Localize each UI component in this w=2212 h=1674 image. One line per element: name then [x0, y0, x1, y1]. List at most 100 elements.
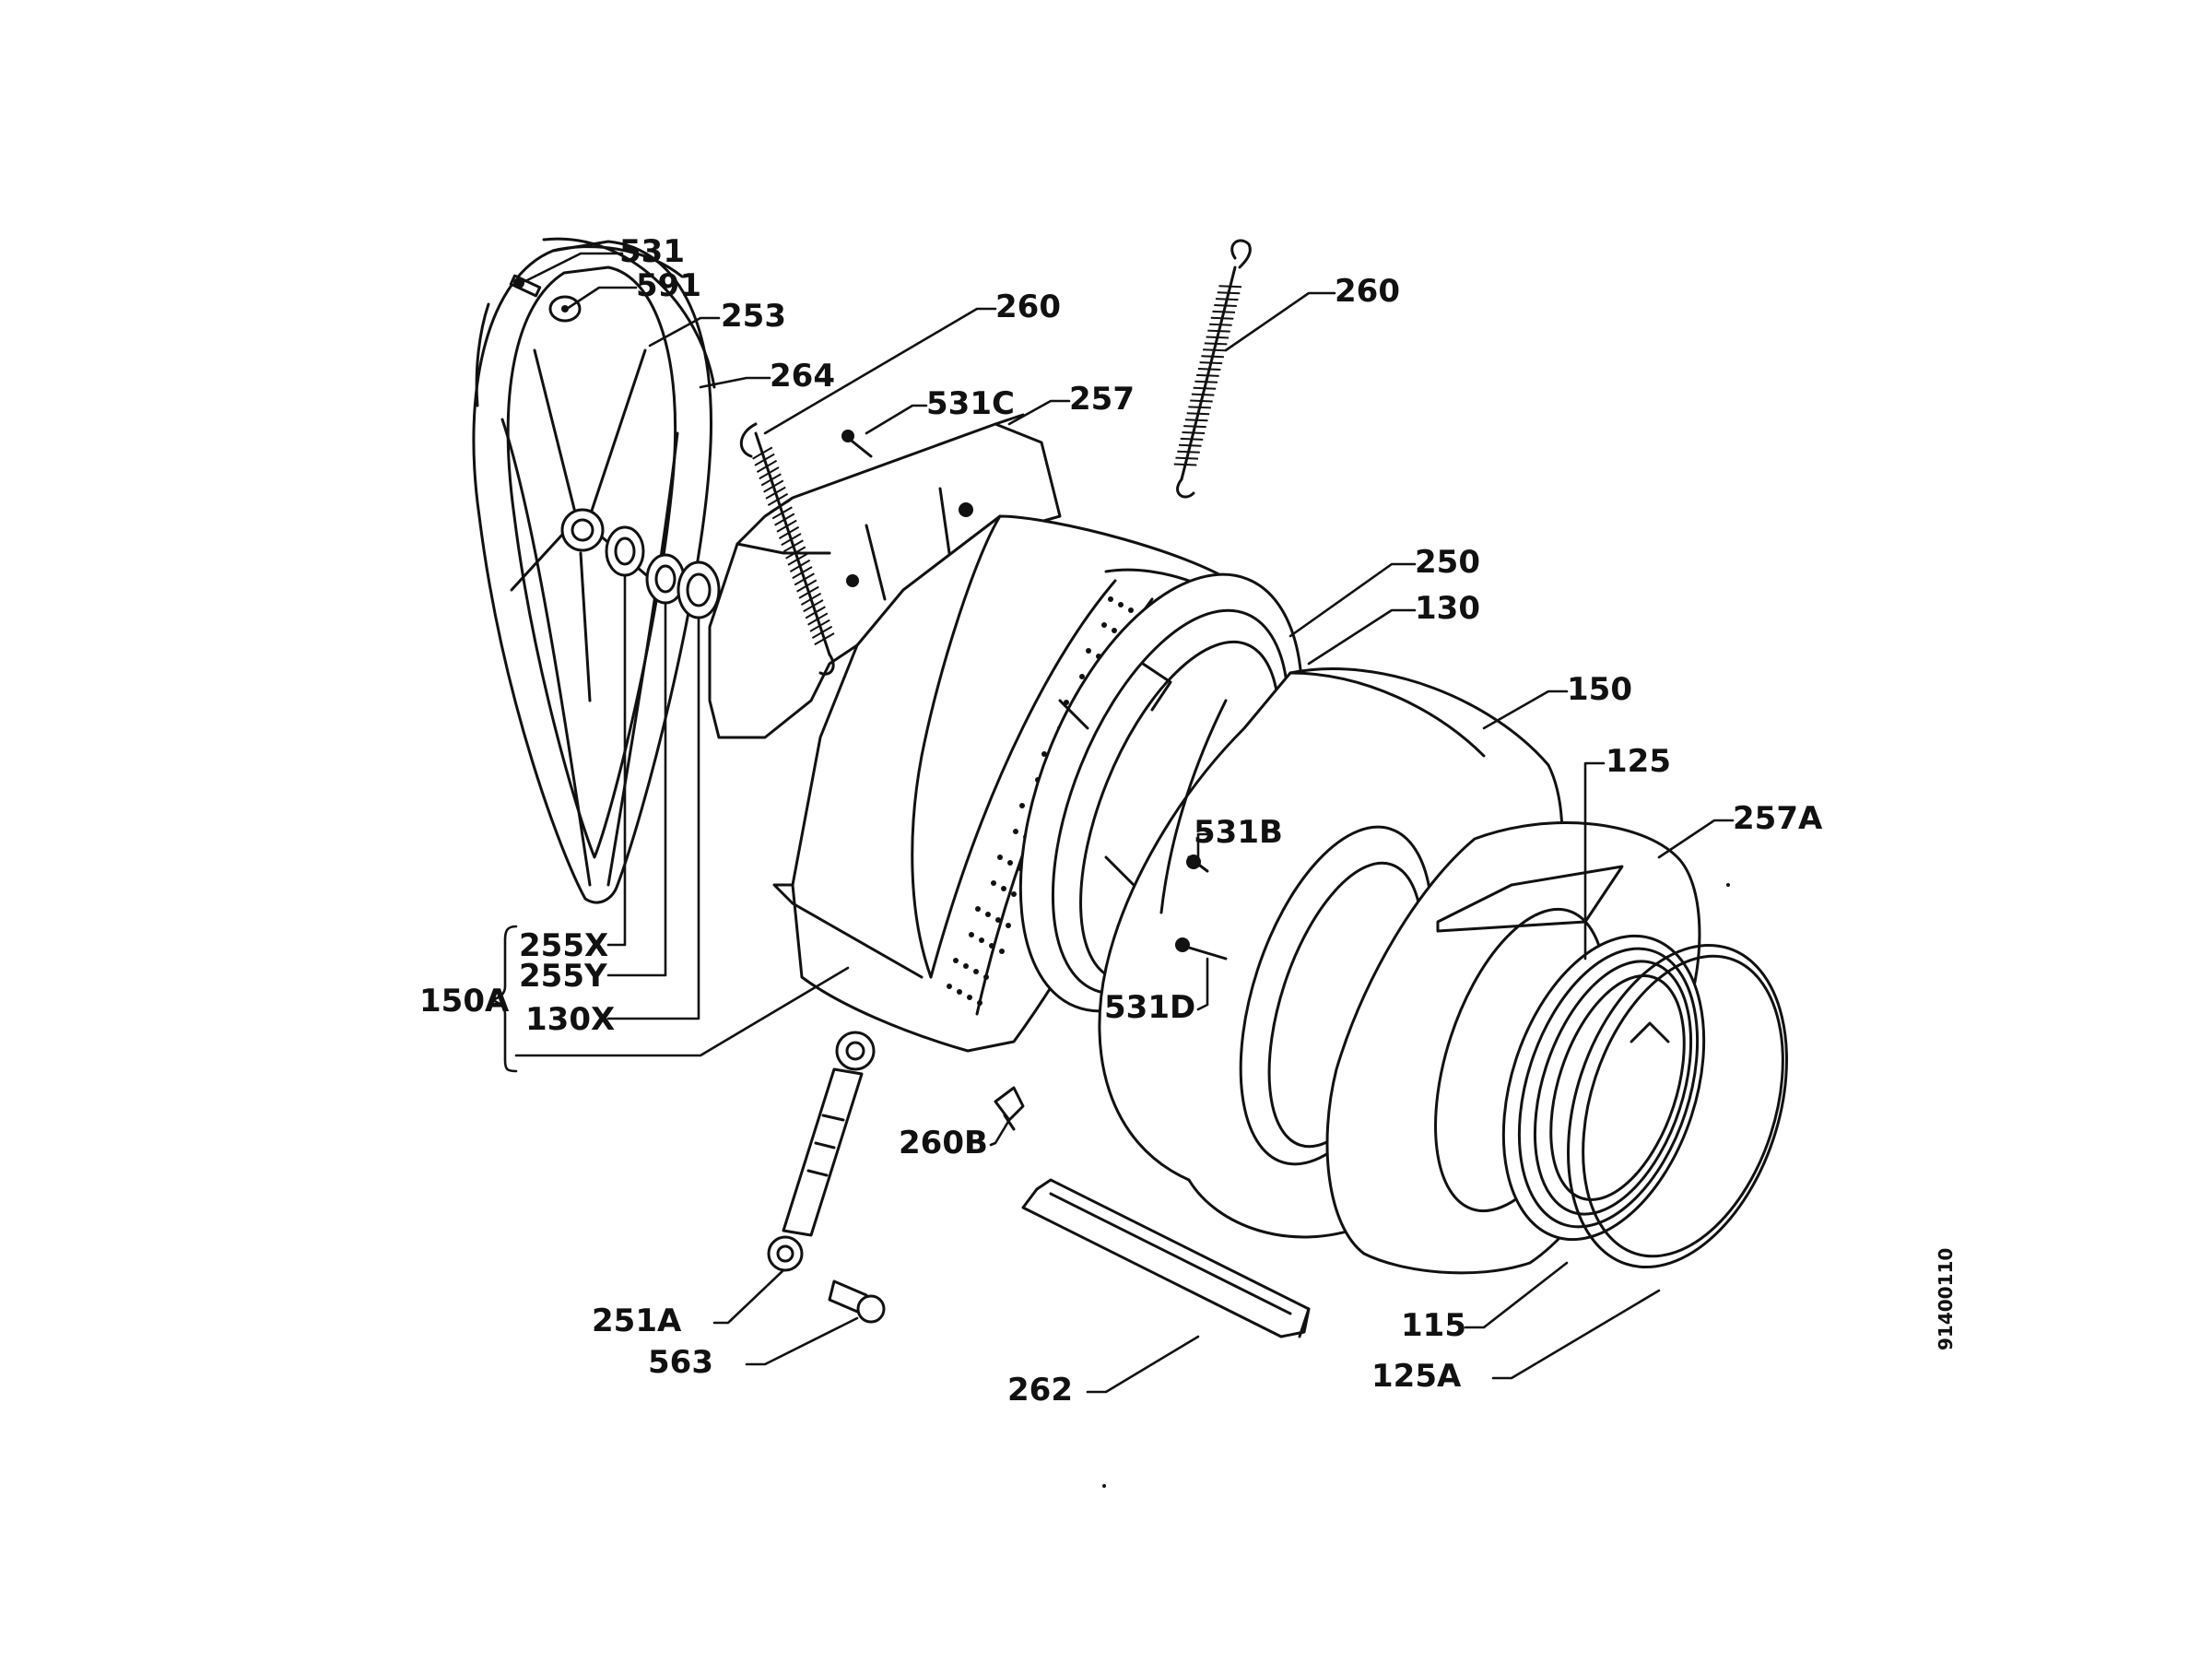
label-125a: 125A — [1371, 1358, 1462, 1395]
spring-coil — [798, 585, 819, 599]
perforation-hole — [1108, 596, 1113, 602]
label-257: 257 — [1069, 381, 1135, 418]
label-255y: 255Y — [519, 958, 607, 995]
stray-dot — [1726, 883, 1730, 887]
label-531c: 531C — [926, 385, 1015, 422]
perforation-hole — [1128, 607, 1134, 613]
perforation-hole — [1079, 674, 1085, 679]
spring-coil — [1206, 336, 1230, 339]
spring-coil — [752, 446, 773, 460]
stray-dot — [1102, 1484, 1106, 1488]
spring-coil — [1203, 348, 1226, 352]
drawing-code: 91400110 — [1935, 1248, 1957, 1350]
perforation-hole — [973, 969, 979, 974]
spring-coil — [1194, 380, 1218, 383]
spring-coil — [1177, 450, 1200, 454]
label-130: 130 — [1415, 590, 1480, 627]
perforation-hole — [997, 855, 1003, 860]
perforation-hole — [995, 917, 1001, 923]
spring-coil — [1186, 412, 1210, 416]
spring-coil — [765, 486, 786, 500]
spring-coil — [760, 473, 782, 487]
spring-coil — [1197, 368, 1221, 371]
spring-coil — [776, 519, 797, 533]
perforation-hole — [1001, 886, 1006, 891]
label-591: 591 — [636, 267, 701, 304]
label-150a: 150A — [419, 983, 510, 1020]
spring-coil — [1175, 456, 1199, 460]
spring-coil — [763, 479, 784, 493]
perforation-hole — [1007, 860, 1013, 866]
screw-531d — [1175, 937, 1228, 961]
label-255x: 255X — [519, 927, 608, 964]
spring-coil — [787, 552, 808, 566]
label-531d: 531D — [1104, 989, 1195, 1026]
perforation-hole — [1011, 891, 1017, 897]
spring-coil — [781, 533, 802, 547]
spring-coil — [771, 506, 793, 520]
perforation-hole — [975, 906, 981, 912]
spring-coil — [782, 539, 804, 553]
perforation-hole — [983, 974, 989, 980]
screw-531 — [509, 274, 542, 298]
spring-coil — [1204, 342, 1228, 346]
label-150: 150 — [1567, 671, 1632, 708]
spring-coil — [1217, 291, 1241, 295]
perforation-hole — [989, 943, 994, 949]
perforation-hole — [957, 989, 962, 995]
label-253: 253 — [721, 298, 786, 335]
spring-260-left — [739, 422, 835, 676]
perforation-hole — [985, 912, 991, 917]
perforation-hole — [1013, 829, 1018, 834]
perforation-hole — [1041, 751, 1047, 757]
seal-130x — [677, 560, 721, 619]
spring-coil — [770, 500, 791, 513]
perforation-hole — [1086, 648, 1091, 654]
spring-coil — [800, 592, 822, 606]
spring-coil — [807, 612, 829, 626]
label-264: 264 — [770, 358, 835, 395]
perforation-hole — [947, 984, 952, 989]
perforation-hole — [963, 963, 969, 969]
spring-coil — [1178, 443, 1202, 447]
spring-coil — [1207, 329, 1230, 333]
spring-coil — [774, 513, 795, 526]
label-531b: 531B — [1194, 814, 1283, 851]
spring-coil — [767, 492, 789, 506]
pulley-253 — [472, 237, 716, 904]
label-563: 563 — [648, 1344, 713, 1381]
spring-coil — [805, 606, 826, 619]
spring-coil — [1183, 425, 1206, 429]
label-260-right: 260 — [1335, 273, 1400, 310]
spring-coil — [814, 632, 835, 646]
clip-260b — [994, 1086, 1025, 1131]
perforation-hole — [1118, 602, 1124, 607]
spring-coil — [1184, 418, 1208, 422]
label-250: 250 — [1415, 544, 1480, 581]
label-115: 115 — [1401, 1307, 1466, 1344]
washer-591 — [548, 295, 582, 323]
spring-coil — [1182, 431, 1206, 434]
perforation-hole — [1006, 923, 1011, 928]
bolt-563 — [828, 1279, 886, 1324]
perforation-hole — [953, 958, 959, 963]
spring-coil — [794, 572, 815, 586]
spring-coil — [796, 579, 818, 593]
label-257a: 257A — [1733, 800, 1823, 837]
label-251a: 251A — [592, 1303, 682, 1339]
shock-absorber-251a — [767, 1031, 876, 1272]
clamp-ring-125a — [1567, 943, 1788, 1269]
perforation-hole — [977, 1000, 982, 1006]
label-130x: 130X — [525, 1001, 615, 1038]
spring-coil — [811, 625, 833, 639]
perforation-hole — [1101, 622, 1107, 628]
label-531: 531 — [619, 233, 685, 270]
label-260-left: 260 — [995, 289, 1061, 325]
spring-coil — [803, 599, 824, 613]
spring-coil — [809, 619, 830, 632]
spring-coil — [789, 559, 811, 572]
spring-coil — [1199, 361, 1223, 365]
perforation-hole — [979, 937, 984, 943]
spring-coil — [754, 453, 775, 466]
